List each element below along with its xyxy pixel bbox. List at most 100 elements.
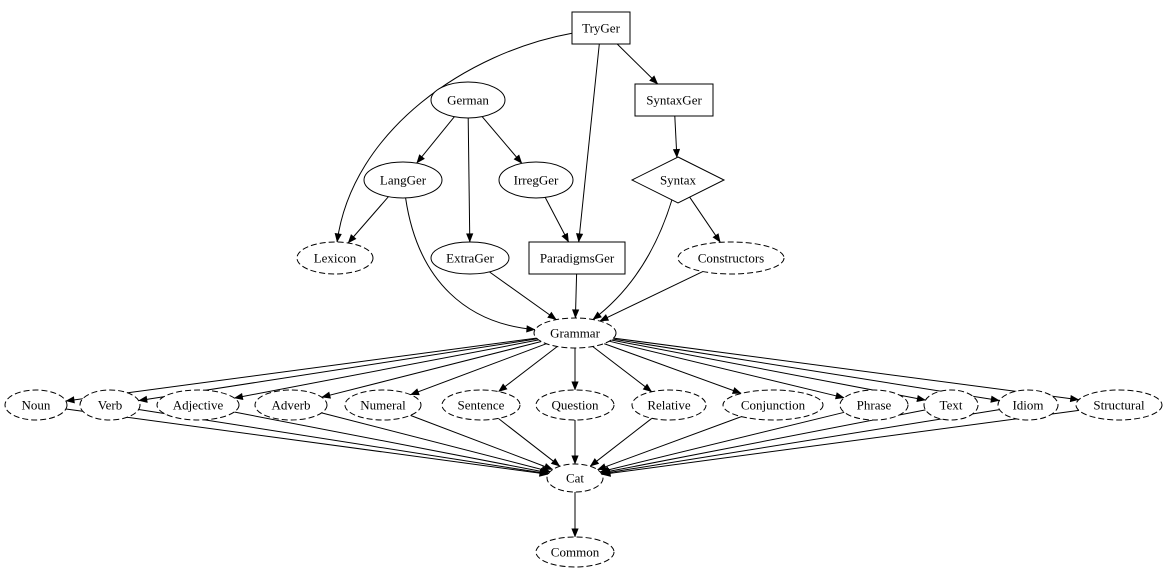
Syntax-shape	[630, 156, 726, 204]
node-label-IrregGer: IrregGer	[514, 173, 559, 188]
edge-Sentence-Cat	[497, 418, 561, 467]
edge-Relative-Cat	[589, 417, 653, 467]
Sentence-shape	[441, 389, 521, 421]
node-label-ParadigmsGer: ParadigmsGer	[540, 251, 615, 266]
TryGer-shape	[571, 11, 631, 45]
node-label-Numeral: Numeral	[360, 398, 406, 413]
node-TryGer: TryGer	[571, 11, 631, 45]
Cat-shape	[546, 463, 604, 493]
edge-Phrase-Cat	[599, 411, 845, 474]
node-label-ExtraGer: ExtraGer	[446, 251, 494, 266]
edge-Text-Cat	[600, 409, 926, 475]
node-IrregGer: IrregGer	[498, 161, 574, 199]
node-Text: Text	[923, 389, 979, 421]
node-label-Constructors: Constructors	[698, 251, 764, 266]
edge-Grammar-Numeral	[410, 343, 547, 396]
edge-Noun-Cat	[65, 408, 549, 477]
edge-Grammar-Conjunction	[603, 343, 742, 394]
Relative-shape	[631, 389, 707, 421]
node-label-Question: Question	[552, 398, 599, 413]
node-ParadigmsGer: ParadigmsGer	[528, 241, 626, 275]
node-German: German	[430, 81, 506, 119]
edge-Idiom-Cat	[601, 409, 1000, 476]
node-label-Noun: Noun	[22, 398, 51, 413]
node-label-Lexicon: Lexicon	[314, 251, 357, 266]
node-label-Verb: Verb	[98, 398, 123, 413]
edge-Structural-Cat	[601, 409, 1079, 477]
node-LangGer: LangGer	[363, 161, 443, 199]
node-Adjective: Adjective	[156, 389, 240, 421]
edge-TryGer-ParadigmsGer	[576, 43, 600, 243]
Numeral-shape	[344, 389, 422, 421]
node-Idiom: Idiom	[997, 389, 1059, 421]
Structural-shape	[1075, 389, 1163, 421]
node-ExtraGer: ExtraGer	[430, 241, 510, 275]
edge-Verb-Cat	[138, 409, 549, 477]
edge-German-LangGer	[416, 116, 455, 164]
edge-SyntaxGer-Syntax	[672, 115, 681, 159]
node-Sentence: Sentence	[441, 389, 521, 421]
Adjective-shape	[156, 389, 240, 421]
Text-shape	[923, 389, 979, 421]
node-Constructors: Constructors	[677, 241, 785, 275]
edge-German-ExtraGer	[466, 117, 474, 243]
IrregGer-shape	[498, 161, 574, 199]
edge-Grammar-Adjective	[233, 339, 539, 401]
edge-ParadigmsGer-Grammar	[572, 273, 580, 319]
Conjunction-shape	[722, 389, 824, 421]
edge-Grammar-Noun	[65, 337, 537, 404]
edge-IrregGer-ParadigmsGer	[544, 197, 570, 243]
edge-Adverb-Cat	[321, 412, 551, 473]
node-Phrase: Phrase	[839, 389, 909, 421]
node-label-SyntaxGer: SyntaxGer	[646, 93, 702, 108]
edge-Grammar-Structural	[613, 337, 1080, 403]
edge-Constructors-Grammar	[599, 271, 704, 322]
Question-shape	[535, 389, 615, 421]
node-label-Cat: Cat	[566, 471, 584, 486]
node-label-Conjunction: Conjunction	[741, 398, 806, 413]
node-label-LangGer: LangGer	[380, 173, 427, 188]
edge-layer	[65, 32, 1080, 538]
Common-shape	[535, 536, 615, 568]
German-shape	[430, 81, 506, 119]
edge-Numeral-Cat	[410, 414, 554, 470]
node-Question: Question	[535, 389, 615, 421]
node-label-Structural: Structural	[1093, 398, 1145, 413]
node-Verb: Verb	[79, 389, 141, 421]
node-Structural: Structural	[1075, 389, 1163, 421]
edge-TryGer-SyntaxGer	[616, 43, 659, 85]
edge-Grammar-Idiom	[612, 338, 1000, 403]
Phrase-shape	[839, 389, 909, 421]
SyntaxGer-shape	[634, 83, 714, 117]
ExtraGer-shape	[430, 241, 510, 275]
edge-Syntax-Grammar	[592, 199, 673, 320]
node-label-Phrase: Phrase	[857, 398, 892, 413]
node-Grammar: Grammar	[533, 317, 617, 349]
node-SyntaxGer: SyntaxGer	[634, 83, 714, 117]
edge-TryGer-Lexicon	[334, 32, 573, 243]
edge-Conjunction-Cat	[597, 416, 742, 471]
edge-Grammar-Sentence	[498, 346, 558, 392]
node-label-Adjective: Adjective	[173, 398, 224, 413]
node-label-Sentence: Sentence	[458, 398, 505, 413]
node-label-Syntax: Syntax	[660, 173, 697, 188]
node-label-Grammar: Grammar	[550, 326, 600, 341]
node-Syntax: Syntax	[630, 156, 726, 204]
Noun-shape	[4, 389, 68, 421]
edge-Syntax-Constructors	[689, 196, 721, 243]
Adverb-shape	[254, 389, 328, 421]
edge-ExtraGer-Grammar	[489, 271, 557, 321]
node-Conjunction: Conjunction	[722, 389, 824, 421]
edge-Grammar-Phrase	[609, 340, 845, 400]
node-Common: Common	[535, 536, 615, 568]
Idiom-shape	[997, 389, 1059, 421]
node-Relative: Relative	[631, 389, 707, 421]
edge-Grammar-Adverb	[321, 341, 542, 399]
node-Lexicon: Lexicon	[296, 241, 374, 275]
node-label-Relative: Relative	[647, 398, 691, 413]
node-label-Idiom: Idiom	[1012, 398, 1043, 413]
Grammar-shape	[533, 317, 617, 349]
